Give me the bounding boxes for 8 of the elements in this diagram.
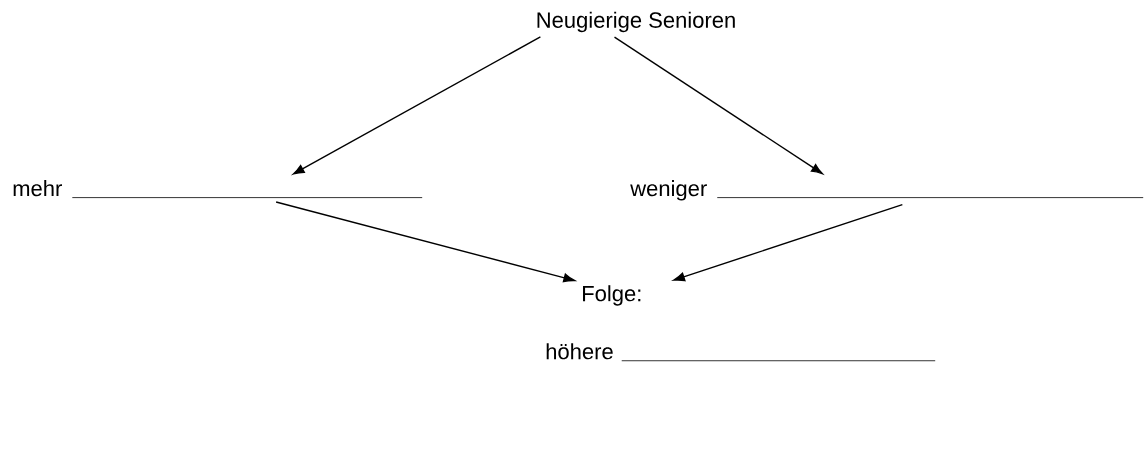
- text-label: Folge: höhere: [546, 285, 936, 362]
- arrow: [613, 36, 823, 175]
- text-label: mehr: [13, 180, 423, 198]
- text-label: weniger: [630, 180, 1144, 201]
- arrow: [673, 204, 904, 282]
- arrow: [292, 36, 542, 175]
- text-label: Neugierige Senioren: [537, 11, 735, 33]
- arrow: [275, 201, 576, 283]
